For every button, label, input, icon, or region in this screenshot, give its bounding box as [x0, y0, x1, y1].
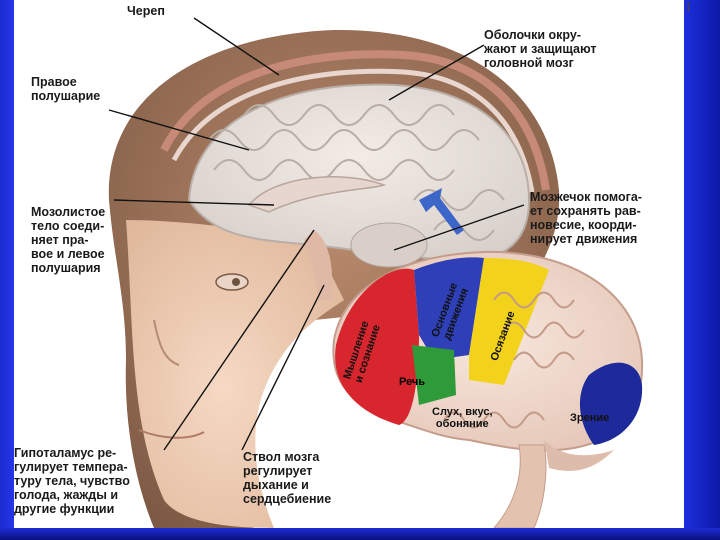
label-region-hearing: Слух, вкус, обоняние: [432, 406, 493, 430]
slide-frame-bottom: [0, 528, 720, 540]
label-corpus-callosum: Мозолистое тело соеди- няет пра- вое и л…: [31, 205, 105, 275]
label-region-vision: Зрение: [570, 412, 609, 424]
label-hypothalamus: Гипоталамус ре- гулирует темпера- туру т…: [14, 446, 130, 516]
corner-mark: I: [686, 0, 691, 16]
diagram-canvas: Череп Оболочки окру- жают и защищают гол…: [14, 0, 684, 528]
label-meninges: Оболочки окру- жают и защищают головной …: [484, 28, 596, 70]
label-right-hemisphere: Правое полушарие: [31, 75, 100, 103]
slide-frame-left: [0, 0, 14, 540]
label-region-speech: Речь: [399, 376, 425, 388]
slide-frame-right: [684, 0, 720, 540]
region-vision: [580, 363, 642, 445]
label-cerebellum: Мозжечок помога- ет сохранять рав- новес…: [530, 190, 642, 246]
region-speech: [412, 345, 456, 405]
label-brainstem: Ствол мозга регулирует дыхание и сердцеб…: [243, 450, 331, 506]
label-skull: Череп: [127, 4, 165, 18]
